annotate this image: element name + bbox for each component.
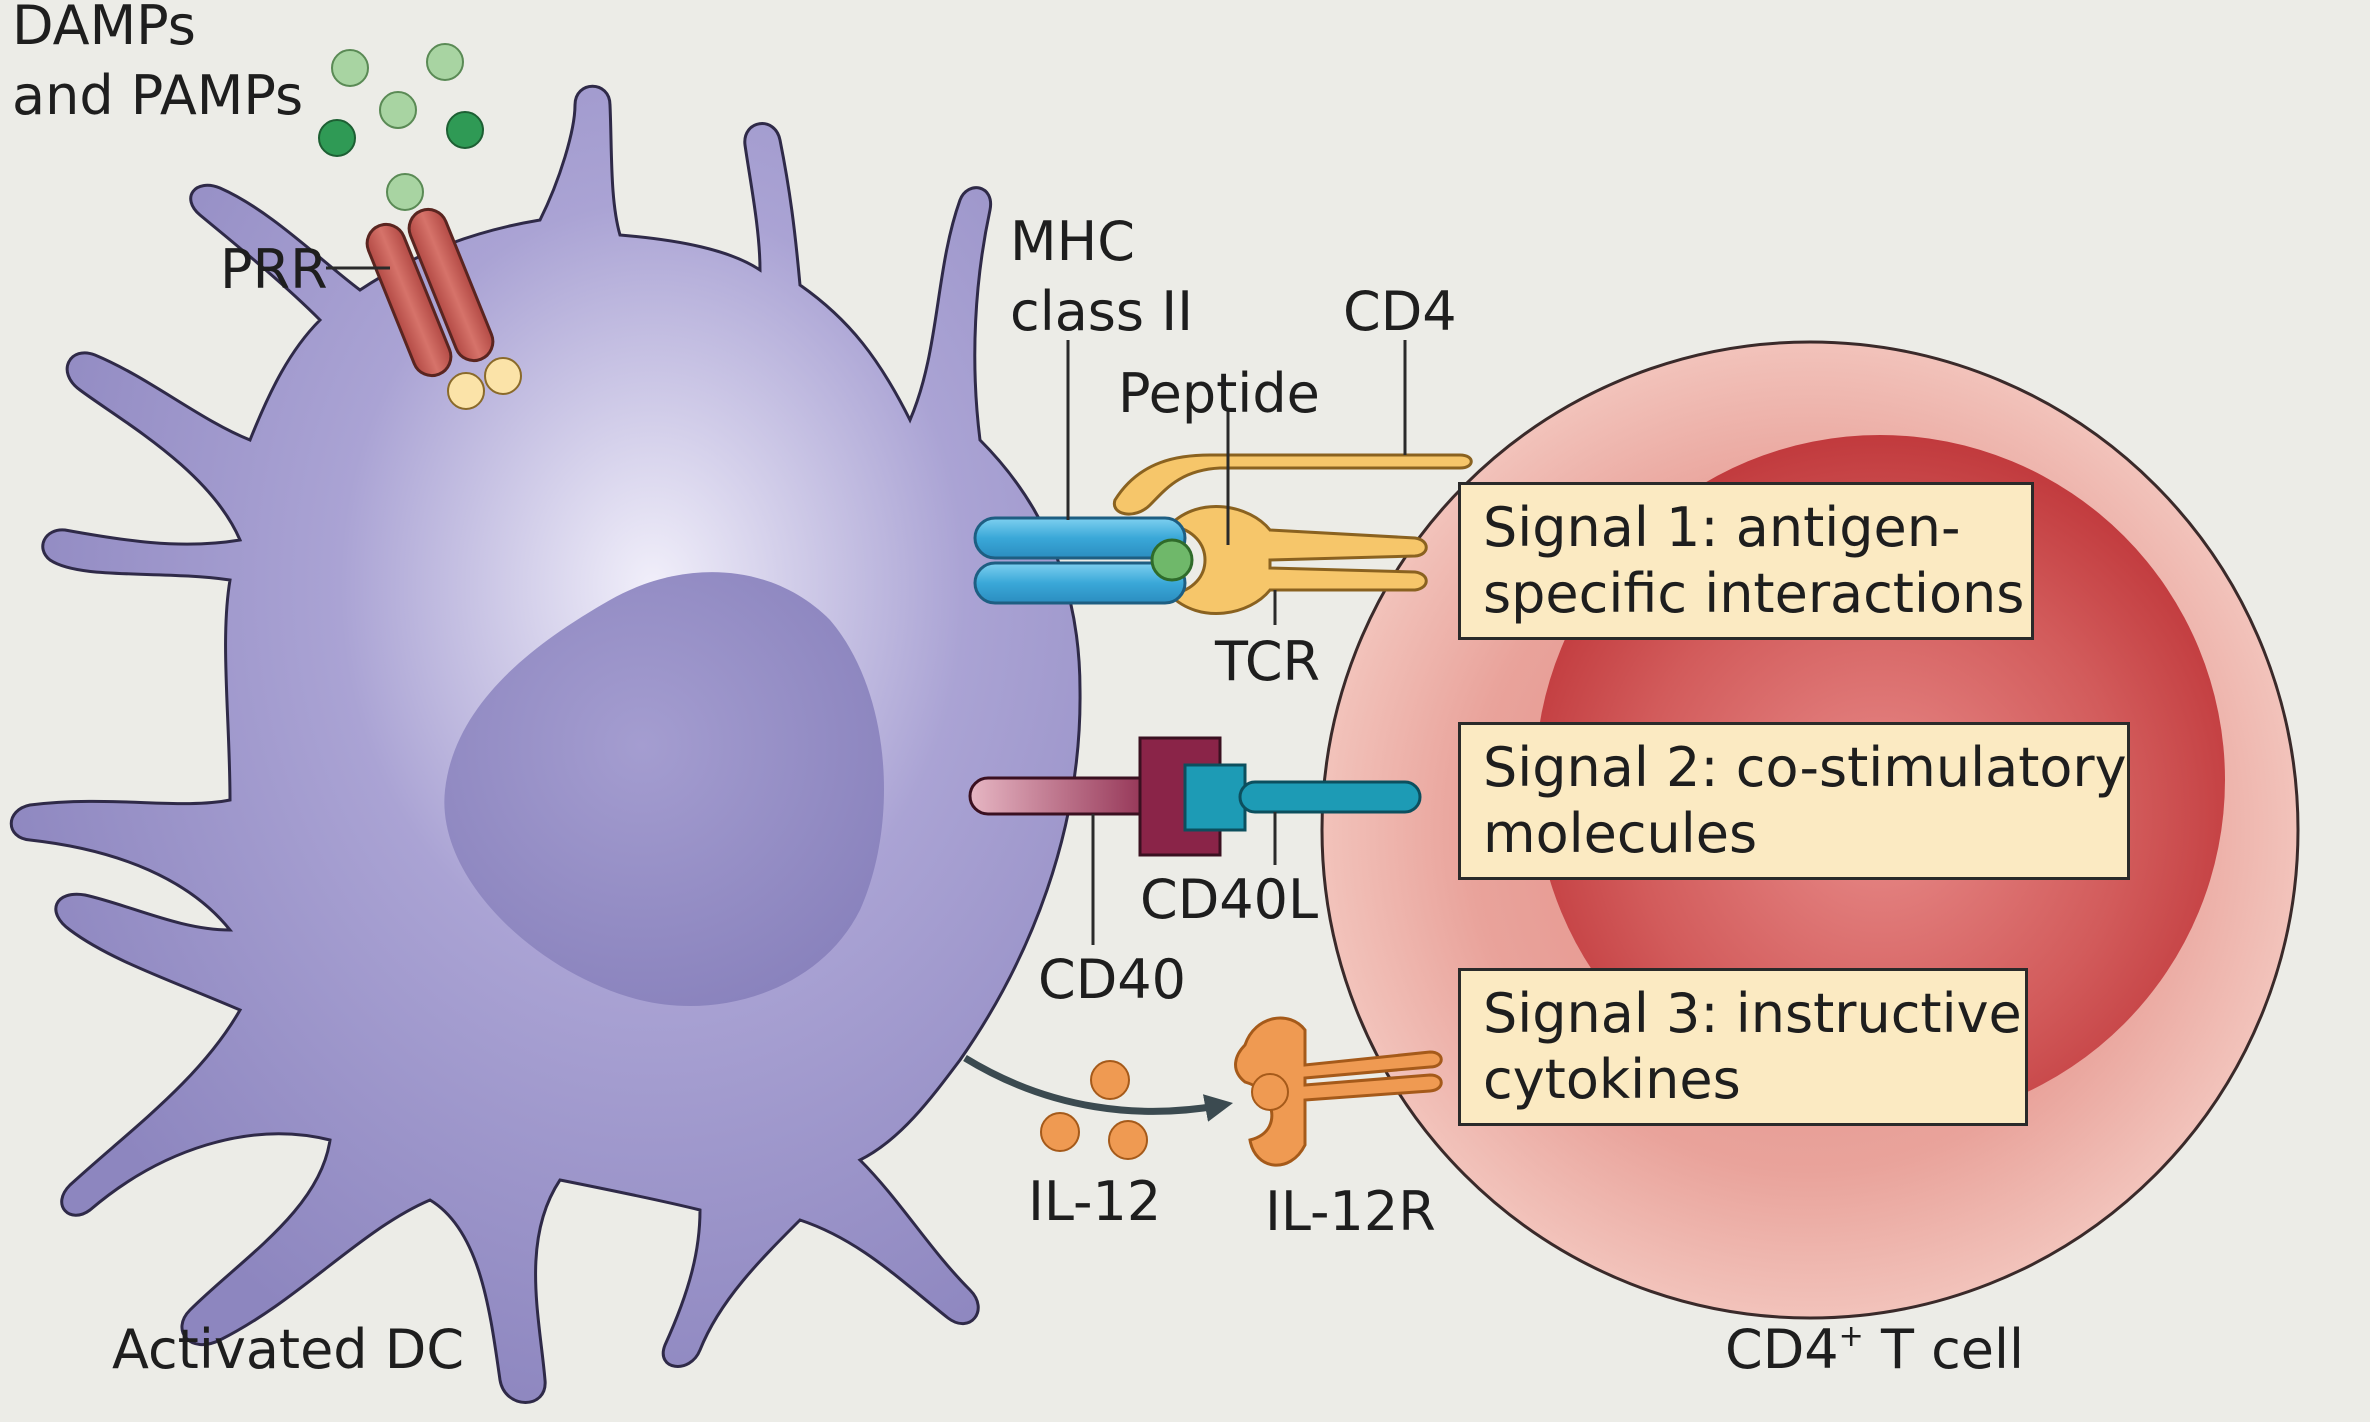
peptide-label: Peptide <box>1118 362 1320 425</box>
mhc-label-line2: class II <box>1010 280 1194 343</box>
damps-label-line2: and PAMPs <box>12 64 304 127</box>
prr-label: PRR <box>220 238 328 301</box>
dendritic-cell <box>9 84 1082 1404</box>
signal-1-line1: Signal 1: antigen- <box>1483 496 1961 559</box>
prr-receptor <box>326 207 522 410</box>
cd40-label: CD40 <box>1038 948 1186 1011</box>
cd4-label: CD4 <box>1343 280 1457 343</box>
signal-2-line2: molecules <box>1483 802 1758 865</box>
signal-1-line2: specific interactions <box>1483 562 2025 625</box>
signal-3-box: Signal 3: instructive cytokines <box>1458 968 2028 1126</box>
mhc-tcr-complex <box>973 340 1473 625</box>
signal-3-line1: Signal 3: instructive <box>1483 982 2022 1045</box>
activated-dc-label: Activated DC <box>112 1318 465 1381</box>
signal-1-box: Signal 1: antigen- specific interactions <box>1458 482 2034 640</box>
il12-cytokines <box>963 1055 1234 1160</box>
cd40l-label: CD40L <box>1140 868 1319 931</box>
damps-label-line1: DAMPs <box>12 0 196 57</box>
il12-label: IL-12 <box>1028 1170 1162 1233</box>
signal-3-line2: cytokines <box>1483 1048 1741 1111</box>
signal-2-line1: Signal 2: co-stimulatory <box>1483 736 2127 799</box>
t-cell-label: CD4+ T cell <box>1725 1318 2025 1381</box>
mhc-label-line1: MHC <box>1010 210 1135 273</box>
il12r-label: IL-12R <box>1265 1180 1436 1243</box>
damp-pamp-molecules <box>318 43 484 211</box>
cd40-cd40l-complex <box>968 736 1422 945</box>
signal-2-box: Signal 2: co-stimulatory molecules <box>1458 722 2130 880</box>
il12-receptor <box>1234 1016 1443 1167</box>
tcr-label: TCR <box>1215 630 1321 693</box>
